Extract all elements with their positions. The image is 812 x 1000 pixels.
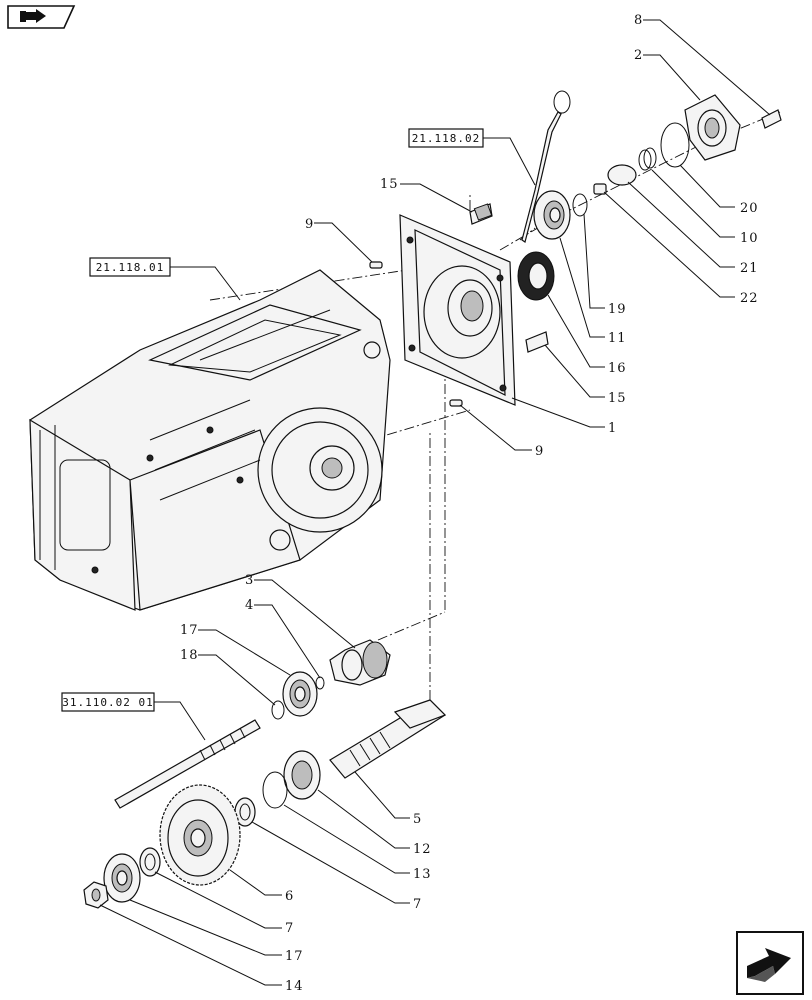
callout-4: 4 (245, 598, 254, 613)
callout-22: 22 (740, 291, 759, 306)
screw-8 (761, 109, 782, 129)
circlip-19 (572, 193, 588, 217)
callout-13: 13 (413, 867, 432, 882)
callout-2: 2 (634, 48, 643, 63)
reference-label: 21.118.02 (412, 132, 481, 145)
spacer-7-lower (139, 847, 161, 877)
pinion-gear-3 (329, 639, 391, 686)
book-arrow-badge[interactable] (6, 4, 76, 30)
callout-12: 12 (413, 842, 432, 857)
callout-10: 10 (740, 231, 759, 246)
o-ring-20 (660, 122, 690, 168)
callout-7-upper: 7 (413, 897, 422, 912)
callout-9-upper: 9 (305, 217, 314, 232)
bearing-17-lower (103, 853, 141, 903)
callout-20: 20 (740, 201, 759, 216)
reference-box-21-118-01[interactable]: 21.118.01 (89, 257, 241, 301)
circlip-13 (262, 771, 288, 809)
seal-16 (517, 251, 555, 301)
callout-19: 19 (608, 302, 627, 317)
next-page-badge[interactable] (735, 930, 805, 996)
callout-7-lower: 7 (285, 921, 294, 936)
reference-box-21-118-02[interactable]: 21.118.02 (408, 128, 536, 186)
bolt-15-lower (525, 331, 549, 353)
callout-15-lower: 15 (608, 391, 627, 406)
callout-3: 3 (245, 573, 254, 588)
input-shaft (114, 719, 261, 809)
callout-numbers: 8 2 20 10 21 22 15 9 19 11 16 15 1 9 3 4… (180, 13, 759, 994)
callout-14: 14 (285, 979, 304, 994)
callout-16: 16 (608, 361, 627, 376)
callout-6: 6 (285, 889, 294, 904)
circlip-4 (315, 676, 325, 690)
bolt-15-upper (469, 203, 493, 225)
bearing-11 (533, 190, 571, 240)
bearing-12 (283, 750, 321, 800)
book-arrow-icon (7, 5, 76, 29)
pin-9-lower (449, 399, 463, 407)
callout-18: 18 (180, 648, 199, 663)
washer-21 (607, 164, 637, 186)
gear-6 (159, 784, 241, 886)
callout-15-upper: 15 (380, 177, 399, 192)
callout-leaders (99, 19, 771, 986)
plug-22 (593, 183, 607, 195)
next-page-arrow-icon (736, 931, 804, 995)
spring-10 (638, 147, 657, 171)
shaft-5 (329, 699, 447, 779)
callout-17-lower: 17 (285, 949, 304, 964)
circlip-18 (271, 700, 285, 720)
callout-17-upper: 17 (180, 623, 199, 638)
callout-5: 5 (413, 812, 422, 827)
callout-9-lower: 9 (535, 444, 544, 459)
transmission-housing (29, 269, 391, 611)
reference-box-31-110-02-01[interactable]: 31.110.02 01 (61, 692, 206, 741)
bearing-17-upper (282, 671, 318, 717)
callout-21: 21 (740, 261, 759, 276)
dipstick (521, 90, 571, 243)
callout-11: 11 (608, 331, 627, 346)
reference-label: 31.110.02 01 (62, 696, 153, 709)
pin-9-upper (369, 261, 383, 269)
reference-label: 21.118.01 (96, 261, 165, 274)
nut-14 (83, 881, 109, 909)
callout-8: 8 (634, 13, 643, 28)
housing-cover (399, 214, 516, 406)
flange-2 (684, 94, 741, 161)
callout-1: 1 (608, 421, 617, 436)
